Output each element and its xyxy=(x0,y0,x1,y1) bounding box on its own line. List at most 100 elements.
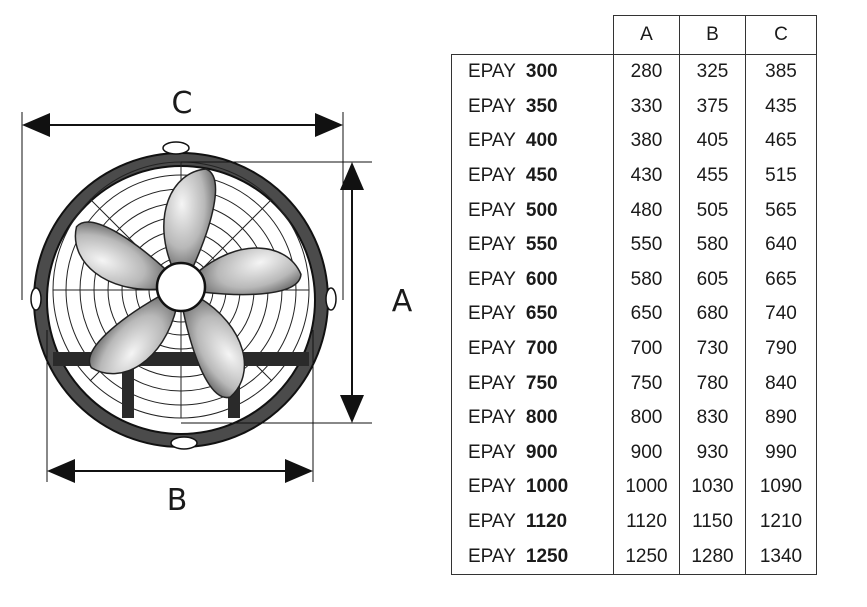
value-b-cell: 1280 xyxy=(679,539,746,576)
model-name: EPAY xyxy=(468,476,516,498)
model-name: EPAY xyxy=(468,372,516,394)
model-cell: EPAY 1000 xyxy=(451,470,614,505)
model-name: EPAY xyxy=(468,268,516,290)
value-c-cell: 890 xyxy=(745,400,817,436)
value-c-cell: 740 xyxy=(745,297,817,332)
model-size: 500 xyxy=(525,199,558,221)
value-a-cell: 580 xyxy=(613,262,680,298)
value-c-cell: 565 xyxy=(745,193,817,228)
value-b-cell: 930 xyxy=(679,435,746,471)
value-b-cell: 605 xyxy=(679,262,746,298)
model-size: 750 xyxy=(525,372,558,394)
column-header-a: A xyxy=(613,15,680,55)
value-b-cell: 1150 xyxy=(679,504,746,540)
model-size: 350 xyxy=(525,95,558,117)
value-b-cell: 1030 xyxy=(679,470,746,505)
model-name: EPAY xyxy=(468,234,516,256)
model-name: EPAY xyxy=(468,338,516,360)
value-c-cell: 990 xyxy=(745,435,817,471)
value-b-cell: 455 xyxy=(679,158,746,194)
value-c-cell: 640 xyxy=(745,227,817,263)
value-b-cell: 580 xyxy=(679,227,746,263)
model-size: 550 xyxy=(525,234,558,256)
model-cell: EPAY 450 xyxy=(451,158,614,194)
value-a-cell: 1250 xyxy=(613,539,680,576)
fan-impeller-icon xyxy=(74,168,302,399)
mounting-hole xyxy=(325,287,337,311)
value-c-cell: 465 xyxy=(745,124,817,159)
value-b-cell: 680 xyxy=(679,297,746,332)
value-a-cell: 1120 xyxy=(613,504,680,540)
mounting-hole xyxy=(162,141,190,155)
model-size: 800 xyxy=(525,407,558,429)
value-c-cell: 665 xyxy=(745,262,817,298)
value-b-cell: 325 xyxy=(679,54,746,90)
column-header-b: B xyxy=(679,15,746,55)
dimension-arrow-icon xyxy=(46,330,314,483)
value-b-cell: 375 xyxy=(679,89,746,125)
model-cell: EPAY 500 xyxy=(451,193,614,228)
model-name: EPAY xyxy=(468,130,516,152)
value-a-cell: 280 xyxy=(613,54,680,90)
value-a-cell: 800 xyxy=(613,400,680,436)
model-size: 1000 xyxy=(525,476,569,498)
fan-dimension-diagram: C A B xyxy=(21,86,413,518)
value-a-cell: 1000 xyxy=(613,470,680,505)
value-c-cell: 840 xyxy=(745,366,817,401)
model-name: EPAY xyxy=(468,199,516,221)
model-size: 450 xyxy=(525,165,558,187)
model-size: 1120 xyxy=(525,511,568,533)
model-size: 700 xyxy=(525,338,558,360)
value-b-cell: 780 xyxy=(679,366,746,401)
header-model-blank xyxy=(451,15,614,55)
value-a-cell: 330 xyxy=(613,89,680,125)
value-a-cell: 430 xyxy=(613,158,680,194)
dimension-arrow-icon xyxy=(21,112,344,300)
dimension-arrow-icon xyxy=(181,161,372,424)
value-c-cell: 435 xyxy=(745,89,817,125)
model-size: 400 xyxy=(525,130,558,152)
model-cell: EPAY 550 xyxy=(451,227,614,263)
model-name: EPAY xyxy=(468,303,516,325)
model-name: EPAY xyxy=(468,165,516,187)
table-header-row: A B C xyxy=(451,15,817,55)
dimension-c-label: C xyxy=(172,86,193,121)
mounting-hole xyxy=(170,436,198,450)
model-size: 600 xyxy=(525,268,558,290)
value-a-cell: 550 xyxy=(613,227,680,263)
dimension-a-label: A xyxy=(392,284,413,319)
model-name: EPAY xyxy=(468,441,516,463)
model-name: EPAY xyxy=(468,407,516,429)
model-cell: EPAY 750 xyxy=(451,366,614,401)
value-a-cell: 650 xyxy=(613,297,680,332)
column-header-c: C xyxy=(745,15,817,55)
model-name: EPAY xyxy=(468,95,516,117)
value-a-cell: 380 xyxy=(613,124,680,159)
model-size: 650 xyxy=(525,303,558,325)
model-name: EPAY xyxy=(468,61,516,83)
dimension-b-label: B xyxy=(167,483,188,518)
value-a-cell: 480 xyxy=(613,193,680,228)
model-size: 900 xyxy=(525,441,558,463)
value-b-cell: 730 xyxy=(679,331,746,367)
value-b-cell: 405 xyxy=(679,124,746,159)
value-c-cell: 1210 xyxy=(745,504,817,540)
model-name: EPAY xyxy=(468,545,516,567)
